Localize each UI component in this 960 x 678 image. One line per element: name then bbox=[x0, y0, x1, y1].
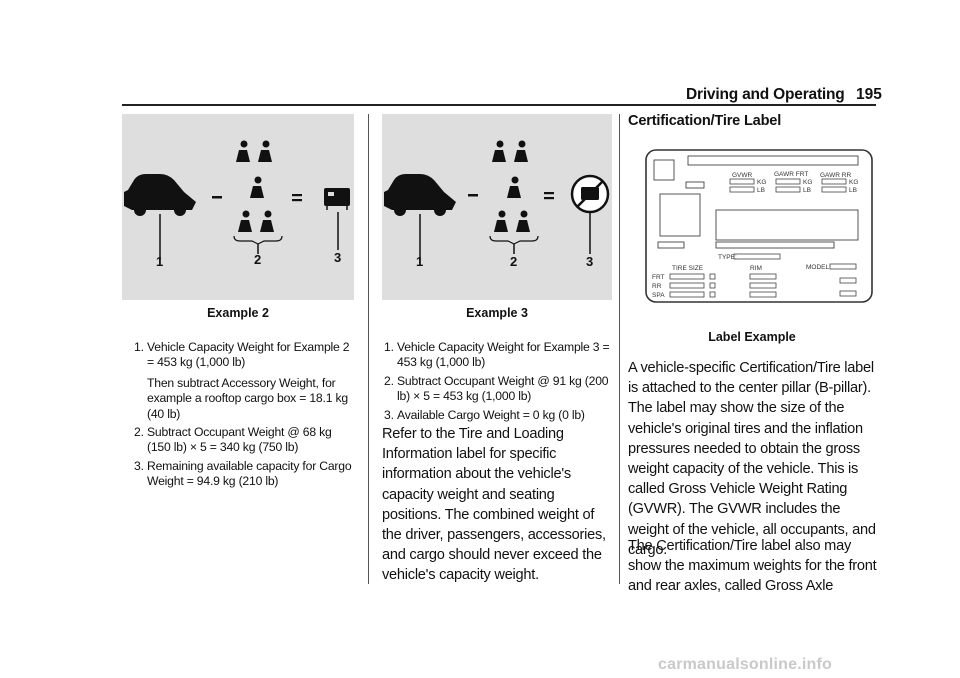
car-icon bbox=[384, 174, 456, 216]
example3-caption: Example 3 bbox=[466, 306, 528, 320]
frt-label: FRT bbox=[652, 274, 665, 281]
certification-paragraph-1: A vehicle-specific Certification/Tire la… bbox=[628, 360, 876, 558]
occupant-middle-icon bbox=[507, 176, 521, 198]
list-item-text: Remaining available capacity for Cargo W… bbox=[147, 458, 352, 489]
car-icon bbox=[124, 174, 196, 216]
spa-label: SPA bbox=[652, 292, 665, 299]
callout-2: 2 bbox=[510, 254, 517, 269]
callout-2: 2 bbox=[254, 252, 261, 267]
rr-label: RR bbox=[652, 283, 662, 290]
kg-label: KG bbox=[849, 179, 858, 186]
occupants-top-icon bbox=[236, 140, 272, 162]
callout-3: 3 bbox=[334, 250, 341, 265]
watermark-text: carmanualsonline.info bbox=[658, 656, 833, 673]
page-number: 195 bbox=[856, 86, 882, 103]
list-item: 3. Available Cargo Weight = 0 kg (0 lb) bbox=[384, 408, 610, 423]
callout-1: 1 bbox=[156, 254, 163, 269]
certification-heading: Certification/Tire Label bbox=[628, 113, 782, 129]
kg-label: KG bbox=[803, 179, 812, 186]
header-rule bbox=[122, 104, 876, 106]
lb-label: LB bbox=[803, 187, 811, 194]
example3-list: 1. Vehicle Capacity Weight for Example 3… bbox=[384, 340, 610, 426]
no-cargo-icon bbox=[570, 174, 610, 214]
list-item-number: 1. bbox=[384, 340, 394, 354]
example2-figure: 1 2 3 bbox=[122, 114, 354, 300]
list-item-number: 3. bbox=[384, 407, 394, 422]
equals-sign bbox=[292, 194, 302, 202]
type-label: TYPE: bbox=[718, 254, 737, 261]
lb-label: LB bbox=[757, 187, 765, 194]
callout-3: 3 bbox=[586, 254, 593, 269]
capacity-paragraph: Refer to the Tire and Loading Informatio… bbox=[382, 426, 606, 584]
occupants-bottom-icon bbox=[238, 210, 274, 232]
certification-paragraph-2: The Certification/Tire label also may sh… bbox=[628, 538, 877, 595]
list-item: 2. Subtract Occupant Weight @ 91 kg (200… bbox=[384, 374, 610, 405]
example3-figure: 1 2 3 bbox=[382, 114, 612, 300]
list-item: 2. Subtract Occupant Weight @ 68 kg (150… bbox=[134, 425, 354, 456]
list-item-text: Vehicle Capacity Weight for Example 3 = … bbox=[397, 340, 610, 370]
equals-sign bbox=[544, 192, 554, 200]
gawr-frt-label: GAWR FRT bbox=[774, 171, 808, 178]
tire-size-label: TIRE SIZE bbox=[672, 265, 704, 272]
list-item-number: 3. bbox=[134, 458, 144, 473]
list-item-number: 1. bbox=[134, 340, 144, 354]
list-item-text: Subtract Occupant Weight @ 68 kg (150 lb… bbox=[147, 425, 332, 455]
occupants-top-icon bbox=[492, 140, 528, 162]
column-divider-left bbox=[368, 114, 369, 584]
example2-caption: Example 2 bbox=[207, 306, 269, 320]
cargo-box-icon bbox=[324, 188, 350, 210]
tire-label-diagram: GVWR KG LB GAWR FRT KG LB GAWR RR KG LB … bbox=[644, 148, 874, 304]
list-item: 1. Vehicle Capacity Weight for Example 2… bbox=[134, 340, 354, 422]
occupant-middle-icon bbox=[250, 176, 264, 198]
label-example-caption: Label Example bbox=[708, 330, 796, 344]
list-item-text: Vehicle Capacity Weight for Example 2 = … bbox=[147, 340, 350, 370]
model-label: MODEL: bbox=[806, 264, 831, 271]
kg-label: KG bbox=[757, 179, 766, 186]
list-item-number: 2. bbox=[384, 373, 394, 388]
example2-list: 1. Vehicle Capacity Weight for Example 2… bbox=[134, 340, 354, 493]
minus-sign bbox=[212, 196, 222, 199]
list-item-text: Available Cargo Weight = 0 kg (0 lb) bbox=[397, 407, 585, 422]
minus-sign bbox=[468, 194, 478, 197]
list-item-text: Subtract Occupant Weight @ 91 kg (200 lb… bbox=[397, 373, 609, 404]
list-item: 3. Remaining available capacity for Carg… bbox=[134, 459, 354, 490]
list-item: 1. Vehicle Capacity Weight for Example 3… bbox=[384, 340, 610, 371]
list-item-number: 2. bbox=[134, 425, 144, 440]
lb-label: LB bbox=[849, 187, 857, 194]
rim-label: RIM bbox=[750, 265, 762, 272]
column-divider-right bbox=[619, 114, 620, 584]
list-item-subtext: Then subtract Accessory Weight, for exam… bbox=[147, 375, 348, 421]
gvwr-label: GVWR bbox=[732, 172, 753, 179]
occupants-bottom-icon bbox=[494, 210, 530, 232]
gawr-rr-label: GAWR RR bbox=[820, 172, 851, 179]
callout-1: 1 bbox=[416, 254, 423, 269]
section-title: Driving and Operating bbox=[686, 86, 845, 103]
